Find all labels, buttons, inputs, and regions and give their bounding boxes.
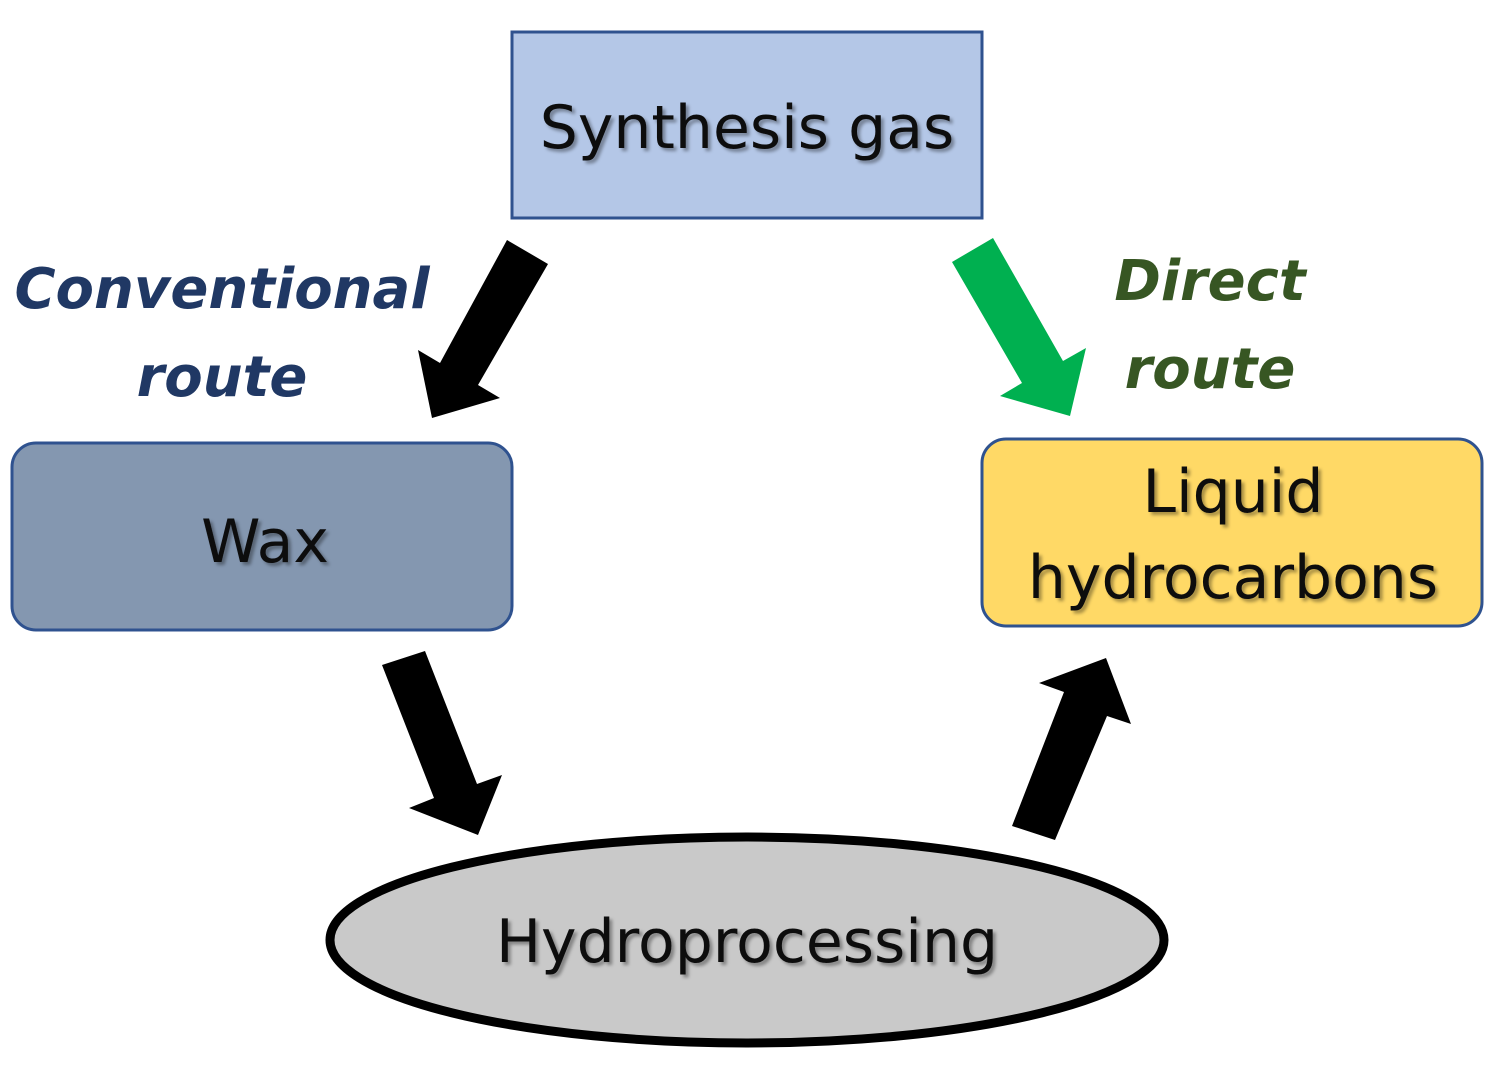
liquid-hydrocarbons-label-line2: hydrocarbons (1028, 543, 1438, 613)
direct-route-label: Direct route (1114, 249, 1307, 402)
wax-box (10, 441, 514, 632)
liquid-hydrocarbons-node: Liquid hydrocarbons (980, 437, 1484, 628)
direct-route-label-line2: route (1125, 337, 1296, 402)
conventional-route-label: Conventional route (14, 257, 430, 410)
hydroprocessing-ellipse (325, 832, 1169, 1048)
arrow-syngas-to-liquid (952, 238, 1086, 416)
wax-node: Wax (10, 441, 514, 632)
synthesis-gas-box (510, 30, 984, 220)
conventional-route-label-line2: route (137, 345, 308, 410)
arrow-wax-to-hydroprocessing (382, 651, 502, 835)
liquid-hydrocarbons-box (980, 437, 1484, 628)
hydroprocessing-label: Hydroprocessing (496, 907, 998, 977)
arrow-syngas-to-wax (418, 240, 548, 418)
synthesis-gas-node: Synthesis gas (510, 30, 984, 220)
direct-route-label-line1: Direct (1114, 249, 1307, 314)
liquid-hydrocarbons-label-line1: Liquid (1143, 457, 1324, 527)
hydroprocessing-node: Hydroprocessing (325, 832, 1169, 1048)
synthesis-gas-label: Synthesis gas (540, 93, 954, 163)
wax-label: Wax (201, 507, 329, 577)
arrow-hydroprocessing-to-liquid (1012, 658, 1131, 840)
conventional-route-label-line1: Conventional (14, 257, 430, 322)
